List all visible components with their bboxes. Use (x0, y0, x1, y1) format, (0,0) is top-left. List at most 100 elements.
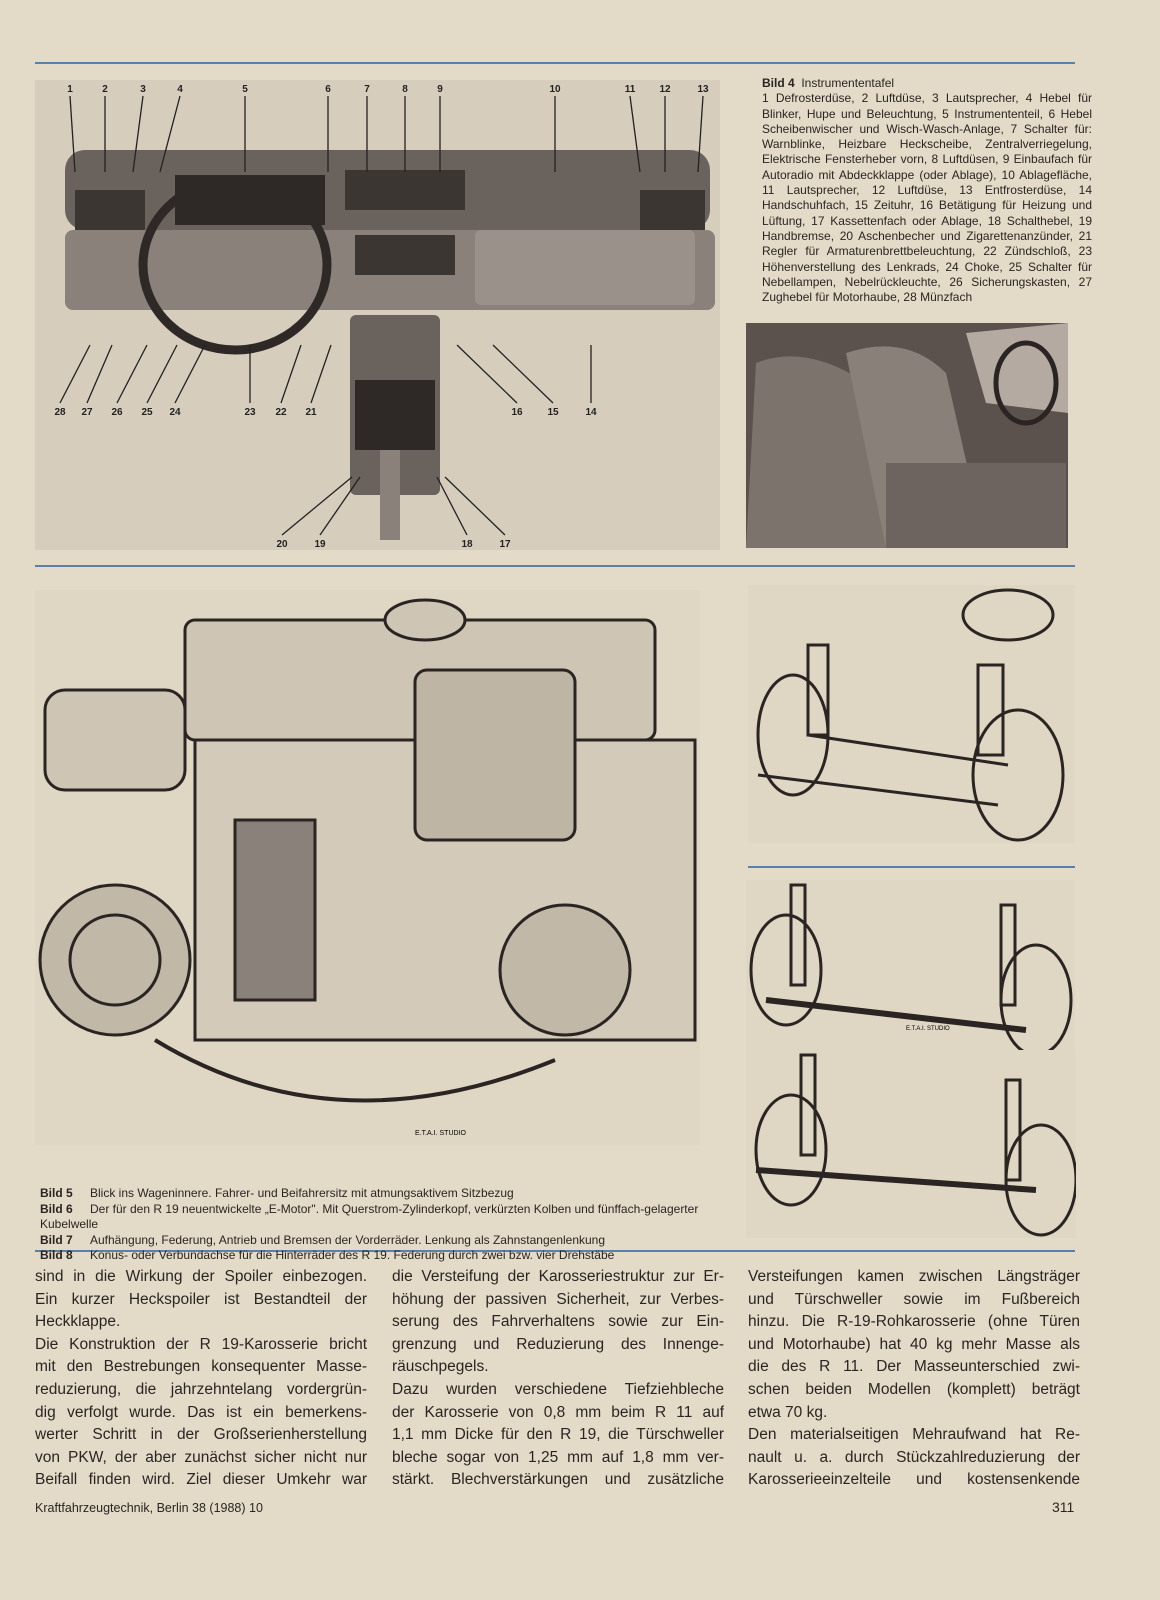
figure-captions: Bild 5 Blick ins Wageninnere. Fahrer- und… (40, 1186, 740, 1264)
text-line: Beifall finden wird. Ziel dieser Umkehr … (35, 1471, 367, 1489)
text-line: hinzu. Die R-19-Rohkarosserie (ohne Türe… (748, 1313, 1080, 1331)
footer-journal: Kraftfahrzeugtechnik, Berlin 38 (1988) 1… (35, 1501, 263, 1515)
callout-line (281, 476, 353, 536)
text-column-1: sind in die Wirkung der Spoiler einbezog… (35, 1266, 367, 1492)
text-line: die des R 11. Der Masseunterschied zwi- (748, 1358, 1080, 1376)
callout-line (629, 95, 641, 173)
text-column-3: Versteifungen kamen zwischen Längsträger… (748, 1266, 1080, 1492)
callout-number-15: 15 (547, 407, 559, 418)
text-line: serung des Fahrverhaltens sowie zur Ein- (392, 1313, 724, 1331)
callout-line (280, 344, 302, 404)
text-line: bleche sogar von 1,25 mm auf 1,8 mm ver- (392, 1448, 724, 1466)
caption-text: Blick ins Wageninnere. Fahrer- und Beifa… (90, 1186, 514, 1200)
callout-number-8: 8 (402, 84, 408, 95)
text-line: 1,1 mm Dicke für den R 19, die Türschwel… (392, 1426, 724, 1444)
callout-number-6: 6 (325, 84, 331, 95)
text-line: Ein kurzer Heckspoiler ist Bestandteil d… (35, 1290, 367, 1308)
right-divider-rule (748, 866, 1075, 868)
text-line: räuschpegels. (392, 1358, 489, 1376)
text-line: Dazu wurden verschiedene Tiefziehbleche (392, 1380, 724, 1398)
caption-text: Konus- oder Verbundachse für die Hinterr… (90, 1248, 615, 1262)
text-line: Den materialseitigen Mehraufwand hat Re- (748, 1426, 1080, 1444)
callout-number-2: 2 (102, 84, 108, 95)
text-line: und Türschweller sowie im Fußbereich (748, 1290, 1080, 1308)
callout-number-28: 28 (54, 407, 66, 418)
text-line: von PKW, der aber zunächst sicher nicht … (35, 1448, 367, 1466)
text-line: sind in die Wirkung der Spoiler einbezog… (35, 1268, 367, 1285)
figure-4-caption: Bild 4 Instrumententafel 1 Defrosterdüse… (762, 76, 1092, 305)
text-line: werter Schritt in der Großserienherstell… (35, 1426, 367, 1444)
figure-caption-8: Bild 8 Konus- oder Verbundachse für die H… (40, 1248, 740, 1264)
rear-axle-figure-1: E.T.A.I. STUDIO (746, 880, 1075, 1060)
caption-label: Bild 8 (40, 1248, 73, 1262)
text-line: Die Konstruktion der R 19-Karosserie bri… (35, 1335, 367, 1353)
callout-number-11: 11 (625, 84, 636, 95)
callout-number-13: 13 (697, 84, 709, 95)
text-line: schen beiden Modellen (komplett) beträgt (748, 1380, 1080, 1398)
callout-line (310, 344, 332, 404)
callout-line (146, 344, 178, 404)
text-line: Heckklappe. (35, 1313, 121, 1331)
text-line: höhung der passiven Sicherheit, zur Verb… (392, 1290, 724, 1308)
callout-line (444, 476, 506, 536)
text-line: dig verfolgt wurde. Das ist ein bemerken… (35, 1403, 367, 1421)
engine-cutaway-figure: E.T.A.I. STUDIO (35, 590, 700, 1145)
text-line: mit den Bestrebungen konsequenter Masse- (35, 1358, 367, 1376)
callout-number-7: 7 (364, 84, 370, 95)
caption-label: Bild 7 (40, 1232, 73, 1247)
callout-line (69, 95, 76, 173)
text-line: der Karosserie von 0,8 mm beim R 11 auf (392, 1403, 724, 1421)
callout-number-4: 4 (177, 84, 183, 95)
text-line: reduzierung, die jahrzehntelang vordergr… (35, 1380, 367, 1398)
text-line: grenzung und Reduzierung des Innenge- (392, 1335, 724, 1353)
callout-line (697, 95, 704, 173)
callout-line (436, 476, 468, 536)
figure-4-legend: 1 Defrosterdüse, 2 Luftdüse, 3 Lautsprec… (762, 91, 1092, 305)
top-rule (35, 62, 1075, 64)
callout-number-10: 10 (549, 84, 561, 95)
callout-number-20: 20 (276, 539, 288, 550)
callout-number-17: 17 (499, 539, 511, 550)
callout-number-9: 9 (437, 84, 443, 95)
engine-credit: E.T.A.I. STUDIO (415, 1130, 467, 1137)
callout-line (159, 95, 181, 173)
callouts-console: 20 19 18 17 (276, 476, 511, 550)
callout-line (319, 476, 361, 536)
caption-label: Bild 6 (40, 1201, 73, 1216)
caption-label: Bild 5 (40, 1186, 73, 1200)
caption-text: Der für den R 19 neuentwickelte „E-Motor… (40, 1201, 699, 1232)
interior-seat-photo (746, 323, 1068, 548)
front-axle-figure (748, 585, 1075, 843)
callout-number-18: 18 (461, 539, 473, 550)
text-line: und Motorhaube) hat 40 kg mehr Masse als (748, 1335, 1080, 1353)
callout-number-3: 3 (140, 84, 146, 95)
callout-number-22: 22 (275, 407, 287, 418)
callout-number-23: 23 (244, 407, 256, 418)
middle-rule (35, 565, 1075, 567)
caption-text: Aufhängung, Federung, Antrieb und Bremse… (90, 1232, 606, 1247)
callout-number-12: 12 (659, 84, 671, 95)
footer-page-number: 311 (1052, 1499, 1075, 1515)
callout-number-5: 5 (242, 84, 248, 95)
callout-line (492, 344, 554, 404)
figure-caption-5: Bild 5 Blick ins Wageninnere. Fahrer- und… (40, 1186, 740, 1202)
text-rule (35, 1250, 1075, 1252)
callout-number-27: 27 (81, 407, 93, 418)
callout-line (456, 344, 518, 404)
axle-credit: E.T.A.I. STUDIO (906, 1026, 950, 1032)
callout-number-21: 21 (305, 407, 317, 418)
callout-line (86, 344, 113, 404)
rear-axle-figure-2 (746, 1050, 1076, 1238)
callout-number-19: 19 (314, 539, 326, 550)
callout-line (132, 95, 144, 173)
text-line: stärkt. Blechverstärkungen und zusätzlic… (392, 1471, 724, 1489)
callout-number-25: 25 (141, 407, 153, 418)
text-line: Karosserieeinzelteile und kostensenkende (748, 1471, 1080, 1489)
text-line: nault u. a. durch Stückzahlreduzierung d… (748, 1448, 1080, 1466)
text-line: Versteifungen kamen zwischen Längsträger (748, 1268, 1080, 1285)
